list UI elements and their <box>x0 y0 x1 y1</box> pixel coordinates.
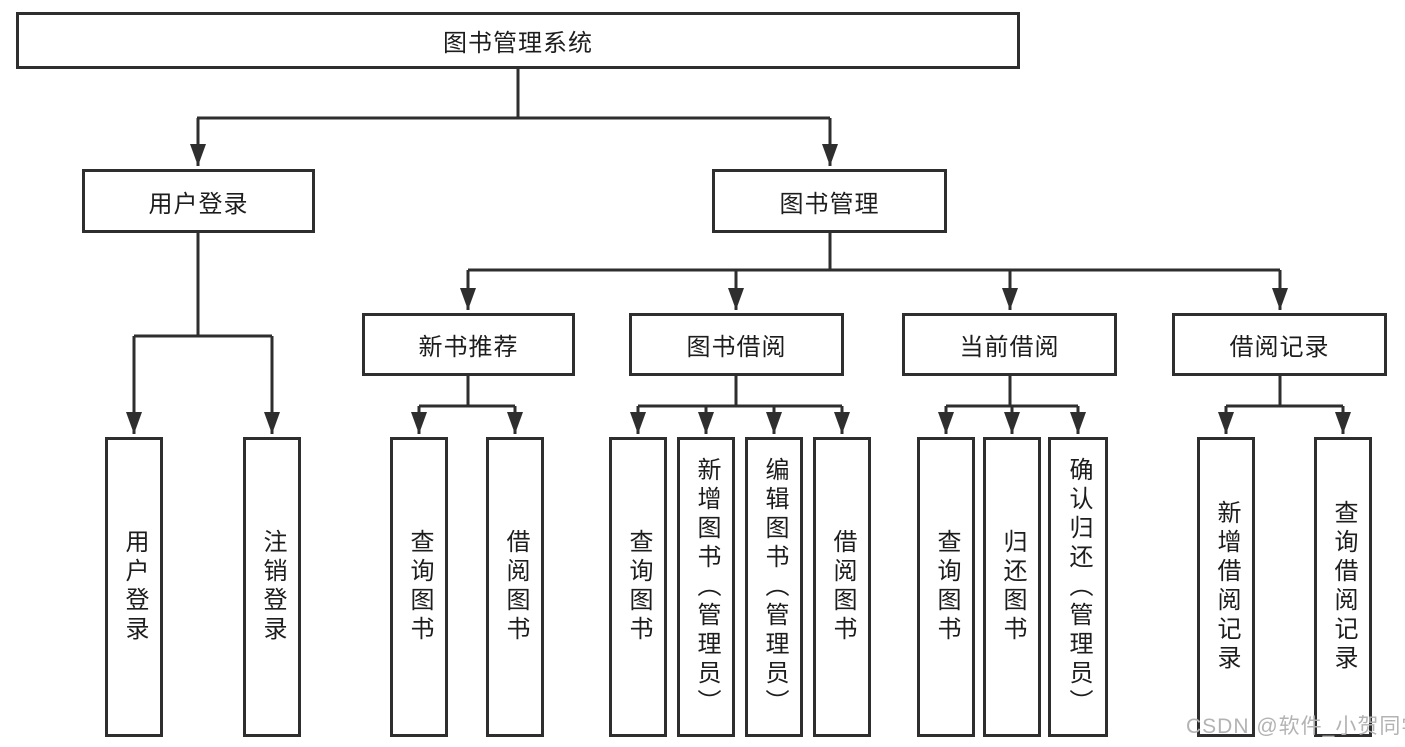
leaf-query-borrow-record: 查询借阅记录 <box>1314 437 1372 737</box>
node-label: 新增借阅记录 <box>1213 500 1240 674</box>
node-current-borrowing: 当前借阅 <box>902 313 1117 376</box>
node-label: 当前借阅 <box>959 334 1060 361</box>
leaf-logout-login: 注销登录 <box>243 437 301 737</box>
node-label: 查询借阅记录 <box>1330 500 1357 674</box>
node-label: 用户登录 <box>148 190 249 218</box>
node-label: 归还图书 <box>999 529 1026 645</box>
leaf-add-borrow-record: 新增借阅记录 <box>1197 437 1255 737</box>
node-label: 图书借阅 <box>686 334 787 361</box>
node-label: 借阅图书 <box>829 529 856 645</box>
node-label: 图书管理系统 <box>443 30 593 57</box>
node-label: 编辑图书（管理员） <box>761 456 788 718</box>
node-label: 确认归还（管理员） <box>1065 456 1092 718</box>
leaf-query-books-current: 查询图书 <box>917 437 975 737</box>
leaf-query-books-borrow: 查询图书 <box>609 437 667 737</box>
node-label: 新书推荐 <box>418 334 519 361</box>
leaf-query-books-recommend: 查询图书 <box>390 437 448 737</box>
node-label: 新增图书（管理员） <box>693 456 720 718</box>
leaf-edit-books-admin: 编辑图书（管理员） <box>745 437 803 737</box>
node-book-borrowing: 图书借阅 <box>629 313 844 376</box>
node-label: 用户登录 <box>121 529 148 645</box>
node-label: 借阅记录 <box>1229 334 1330 361</box>
node-label: 查询图书 <box>625 529 652 645</box>
leaf-confirm-return-admin: 确认归还（管理员） <box>1048 437 1108 737</box>
node-label: 图书管理 <box>779 190 880 218</box>
node-label: 查询图书 <box>406 529 433 645</box>
node-new-book-recommendation: 新书推荐 <box>362 313 575 376</box>
node-borrowing-records: 借阅记录 <box>1172 313 1387 376</box>
node-user-login: 用户登录 <box>82 169 315 233</box>
leaf-add-books-admin: 新增图书（管理员） <box>677 437 735 737</box>
leaf-borrow-books-recommend: 借阅图书 <box>486 437 544 737</box>
leaf-borrow-books: 借阅图书 <box>813 437 871 737</box>
leaf-user-login: 用户登录 <box>105 437 163 737</box>
watermark: CSDN @软件_小贺同学 <box>1186 715 1405 738</box>
leaf-return-books: 归还图书 <box>983 437 1041 737</box>
node-book-management: 图书管理 <box>712 169 947 233</box>
node-label: 查询图书 <box>933 529 960 645</box>
node-label: 借阅图书 <box>502 529 529 645</box>
node-library-management-system: 图书管理系统 <box>16 12 1020 69</box>
node-label: 注销登录 <box>259 529 286 645</box>
